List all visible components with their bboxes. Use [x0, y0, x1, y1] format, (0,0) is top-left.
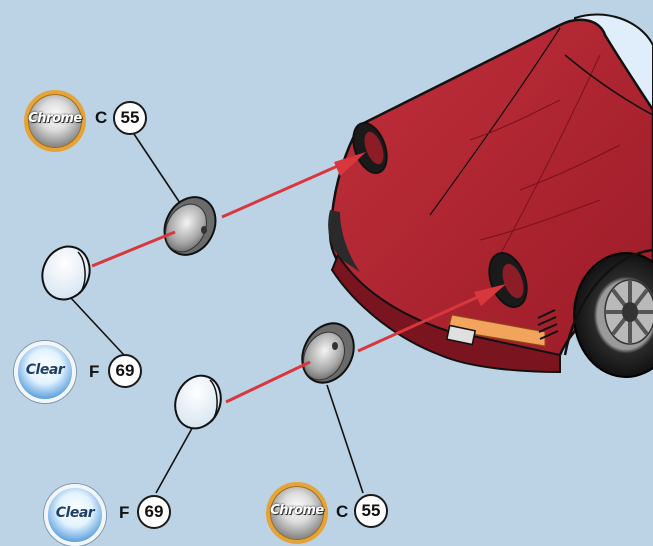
paint-material-label: Clear — [42, 505, 108, 521]
chrome-paint-badge-icon: Chrome — [266, 482, 328, 544]
leader-chrome-bottom — [327, 385, 363, 493]
part-number-circle: 55 — [354, 494, 388, 528]
chrome-reflector-upper — [155, 188, 226, 264]
clear-lens-left — [35, 239, 98, 306]
clear-lens-bottom — [167, 369, 228, 436]
paint-material-label: Chrome — [264, 503, 330, 518]
paint-code-letter: C — [95, 108, 107, 128]
paint-material-label: Clear — [12, 362, 78, 378]
paint-code-letter: F — [89, 362, 99, 382]
part-number-circle: 69 — [108, 354, 142, 388]
leader-clear-bottom — [156, 423, 195, 493]
leader-clear-left — [70, 297, 124, 355]
chrome-paint-badge-icon: Chrome — [24, 90, 86, 152]
chrome-reflector-lower — [292, 314, 363, 391]
paint-material-label: Chrome — [22, 111, 88, 126]
leader-lines — [70, 134, 363, 493]
paint-code-letter: F — [119, 503, 129, 523]
part-number-circle: 69 — [137, 495, 171, 529]
paint-code-letter: C — [336, 502, 348, 522]
leader-chrome-top — [134, 134, 180, 203]
assembly-arrow-icon — [92, 152, 366, 266]
clear-paint-badge-icon: Clear — [44, 484, 106, 546]
clear-paint-badge-icon: Clear — [14, 341, 76, 403]
part-number-circle: 55 — [113, 101, 147, 135]
car-illustration — [328, 14, 653, 377]
